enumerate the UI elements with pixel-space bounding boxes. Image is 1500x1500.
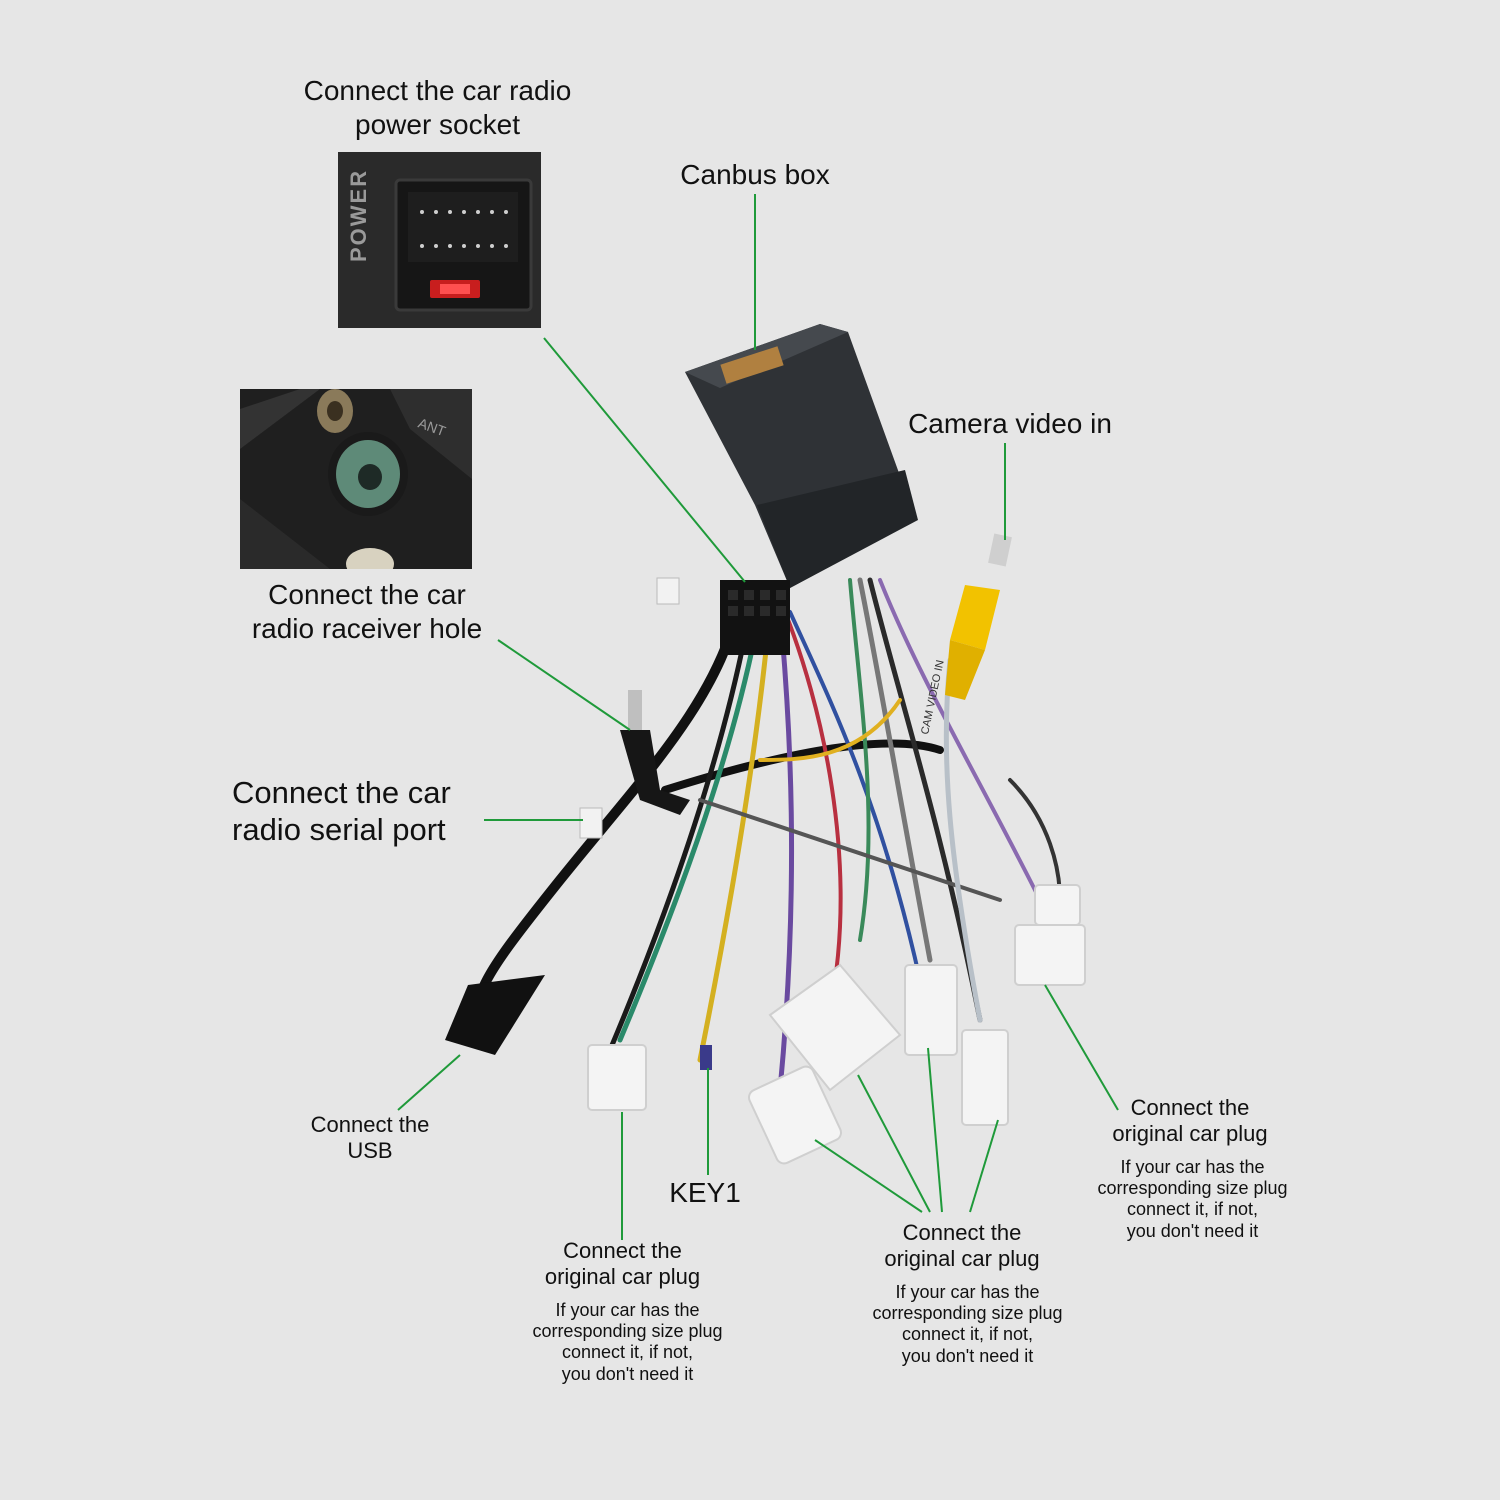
plug-center-d xyxy=(961,1029,1009,1126)
plug-center-a xyxy=(748,1065,842,1165)
plug-right-top xyxy=(1034,884,1081,926)
camera-rca-plug xyxy=(945,533,1012,700)
label-plug-right-title: Connect the original car plug xyxy=(1112,1095,1268,1147)
label-plug-right-note: If your car has the corresponding size p… xyxy=(1097,1157,1288,1241)
plug-center-c xyxy=(904,964,958,1056)
plug-left-body xyxy=(587,1044,647,1111)
label-serial-port: Connect the car radio serial port xyxy=(232,775,451,848)
usb-plug xyxy=(445,975,545,1055)
plug-center-b xyxy=(768,963,902,1092)
label-plug-left-note: If your car has the corresponding size p… xyxy=(532,1300,723,1384)
label-camera-video-in: Camera video in xyxy=(908,408,1112,439)
cam-tag-text: CAM VIDEO IN xyxy=(919,659,947,736)
antenna-plug xyxy=(620,690,690,815)
label-usb: Connect the USB xyxy=(310,1112,430,1164)
leader-lines xyxy=(397,194,1119,1240)
serial-port-connector xyxy=(579,807,603,839)
label-plug-center-note: If your car has the corresponding size p… xyxy=(872,1282,1063,1366)
power-socket-photo: POWER xyxy=(338,152,541,328)
plug-right-body xyxy=(1014,924,1086,986)
label-plug-left-title: Connect the original car plug xyxy=(544,1238,701,1290)
small-connector-top xyxy=(656,577,680,605)
label-canbus-box: Canbus box xyxy=(680,159,830,190)
label-plug-center-title: Connect the original car plug xyxy=(884,1220,1040,1272)
label-receiver-hole: Connect the car radio raceiver hole xyxy=(251,579,483,644)
canbus-box xyxy=(685,324,918,588)
label-key1: KEY1 xyxy=(669,1177,741,1208)
label-power-socket: Connect the car radio power socket xyxy=(303,75,572,140)
key1-wire-end xyxy=(700,1045,712,1070)
usb-cable xyxy=(475,595,745,1005)
receiver-hole-photo: ANT xyxy=(240,389,472,569)
